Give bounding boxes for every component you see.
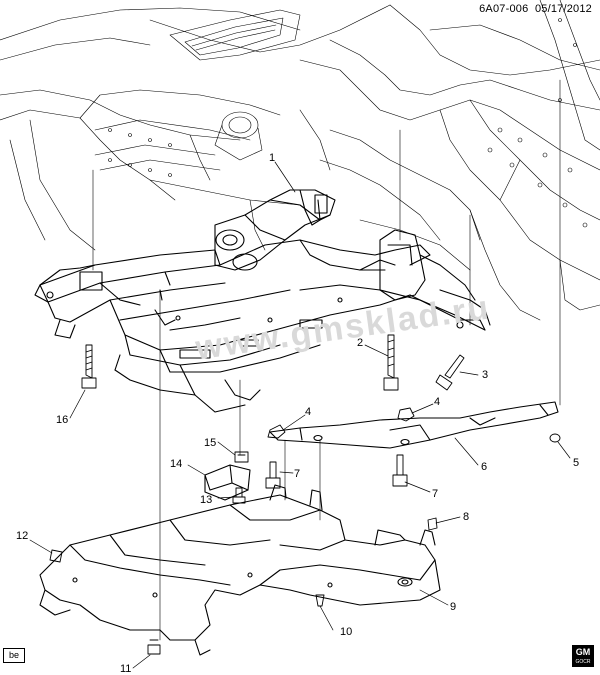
callout-10: 10 [340,626,352,638]
callout-3: 3 [482,369,488,381]
bolt-3 [435,354,465,391]
clip-12 [49,549,63,563]
gm-logo-text: GM [575,647,591,657]
callout-2: 2 [357,337,363,349]
callout-1: 1 [269,152,275,164]
bolt-2 [383,334,399,391]
alignment-lines [92,79,561,641]
callout-5: 5 [573,457,579,469]
splash-shield-9 [39,484,441,656]
corner-tag: be [3,648,25,663]
bolt-10 [315,594,325,607]
washer-5 [549,433,561,443]
callout-7a: 7 [294,468,300,480]
bolt-7-left [265,461,281,489]
tie-bar-6 [269,401,559,449]
callout-11: 11 [120,663,131,675]
callout-4a: 4 [305,406,311,418]
callout-7b: 7 [432,488,438,500]
callout-9: 9 [450,601,456,613]
callout-13: 13 [200,494,212,506]
leader-lines [29,161,571,669]
callout-8: 8 [463,511,469,523]
callout-12: 12 [16,530,28,542]
callout-14: 14 [170,458,182,470]
vehicle-body-outline [0,0,600,321]
front-subframe [34,189,491,413]
callout-15: 15 [204,437,216,449]
clip-15 [234,451,249,463]
clip-8 [427,517,438,531]
bolt-13 [232,487,246,504]
figure-id: 6A07-006 [479,3,529,15]
bracket-14 [204,464,251,501]
callout-4b: 4 [434,396,440,408]
bolt-7-right [392,454,408,487]
gm-logo-sub: GOCR [575,659,591,665]
callout-16: 16 [56,414,68,426]
bolt-16 [81,344,97,389]
bolt-11 [147,639,161,655]
callout-labels: 1 2 3 4 4 5 6 7 7 8 9 10 11 12 13 14 15 … [16,152,579,675]
nut-4-left [267,424,286,439]
callout-6: 6 [481,461,487,473]
gm-logo: GM GOCR [572,645,594,667]
